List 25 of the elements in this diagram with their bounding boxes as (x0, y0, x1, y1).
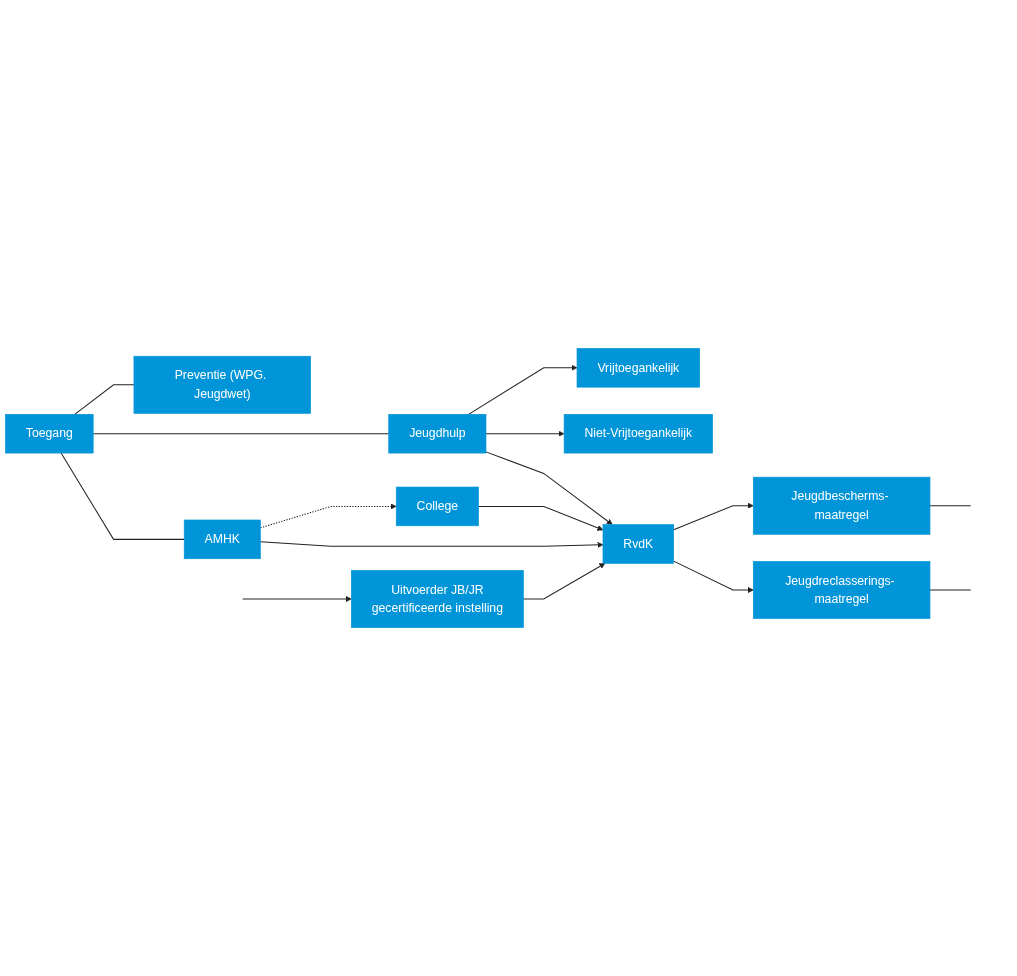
arrow (673, 502, 754, 531)
node-box: Preventie (WPG. Jeugdwet) (133, 355, 311, 414)
arrow (478, 505, 604, 531)
node-box: Jeugdhulp (388, 414, 487, 454)
node-box: RvdK (602, 524, 674, 564)
arrow (522, 563, 606, 600)
arrow (468, 364, 578, 415)
node-box: Vrijtoegankelijk (576, 348, 700, 388)
node-box: Toegang (5, 414, 94, 454)
node-box: College (395, 486, 479, 527)
node-box: Jeugdreclasserings- maatregel (752, 561, 931, 619)
arrow (259, 503, 397, 529)
connector (60, 452, 185, 540)
arrow (485, 451, 613, 525)
arrow (673, 560, 754, 593)
arrow (242, 596, 352, 602)
connector (74, 384, 135, 415)
connector (92, 433, 390, 435)
node-box: AMHK (183, 519, 261, 560)
connector (929, 505, 972, 507)
arrow (259, 541, 604, 548)
node-box: Uitvoerder JB/JR gecertificeerde instelling (351, 570, 524, 628)
node-box: Niet-Vrijtoegankelijk (563, 414, 713, 454)
node-box: Jeugdbescherms- maatregel (752, 476, 931, 535)
arrow (485, 430, 565, 437)
